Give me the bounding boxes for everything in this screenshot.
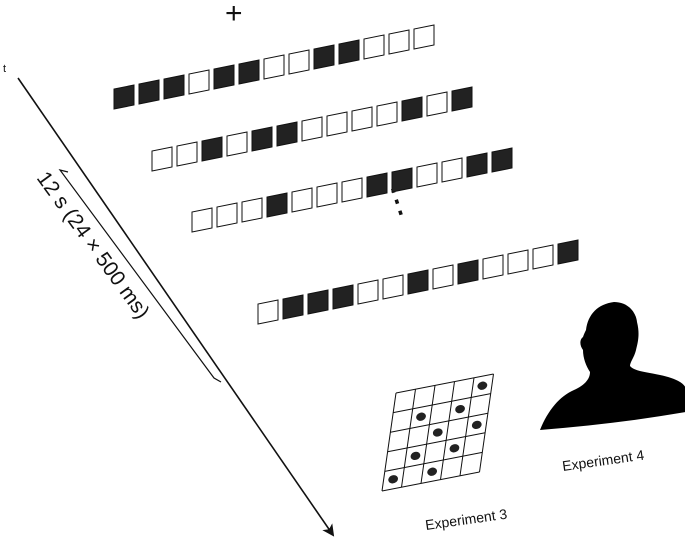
empty-square [413,24,435,50]
grid-line [384,451,483,472]
duration-label: 12 s (24 × 500 ms) [32,167,154,323]
empty-square [288,49,310,75]
grid-dot [410,451,421,461]
empty-square [291,187,313,213]
grid-line [393,393,491,414]
empty-square [388,29,410,55]
experiment3-label: Experiment 3 [424,506,508,533]
grid-dot [416,412,426,421]
grid-dot [449,444,460,453]
filled-square [457,259,479,285]
empty-square [351,106,373,132]
empty-square [532,244,554,270]
grid-line [420,385,436,484]
empty-square [216,202,238,228]
filled-square [557,239,579,265]
filled-square [407,269,429,295]
grid-dot [388,475,399,484]
empty-square [301,116,323,142]
filled-square [213,64,235,90]
empty-square [326,111,348,137]
duration-bracket [58,169,222,383]
filled-square [238,59,260,85]
filled-square [491,147,513,173]
filled-square [401,96,423,122]
empty-square [341,177,363,203]
empty-square [376,101,398,127]
experiment4-label: Experiment 4 [561,447,645,474]
filled-square [391,167,413,193]
filled-square [338,39,360,65]
empty-square [382,274,404,300]
empty-square [257,299,279,325]
empty-square [363,34,385,60]
grid-dot [477,381,488,390]
grid-line [479,373,494,473]
empty-square [316,182,338,208]
empty-square [176,141,198,167]
empty-square [441,157,463,183]
empty-square [226,131,248,157]
filled-square [266,192,288,218]
filled-square [451,86,473,112]
dot-grid-stimulus [381,373,494,492]
filled-square [201,136,223,162]
empty-square [357,279,379,305]
filled-square [276,121,298,147]
time-axis-arrow [17,77,335,537]
grid-line [381,471,480,492]
empty-square [507,249,529,275]
filled-square [332,284,354,310]
grid-line [387,432,486,453]
head-silhouette [540,302,685,430]
grid-line [390,412,488,433]
time-axis-label: t [3,63,6,75]
filled-square [313,44,335,70]
grid-line [381,392,397,492]
grid-line [401,389,416,488]
filled-square [282,294,304,320]
empty-square [263,54,285,80]
empty-square [188,69,210,95]
filled-square [307,289,329,315]
stimulus-sequences [113,24,579,325]
grid-line [459,377,475,476]
empty-square [151,146,173,172]
empty-square [482,254,504,280]
grid-dot [455,404,465,414]
grid-dot [427,467,438,476]
empty-square [241,197,263,223]
filled-square [251,126,273,152]
empty-square [416,162,438,188]
empty-square [191,207,213,233]
filled-square [138,79,160,105]
empty-square [426,91,448,117]
empty-square [432,264,454,290]
fixation-cross: + [225,0,243,30]
filled-square [163,74,185,100]
filled-square [466,152,488,178]
grid-dot [432,428,443,437]
filled-square [366,172,388,198]
grid-line [395,373,494,394]
filled-square [113,84,135,110]
grid-line [440,381,455,480]
grid-dot [471,420,482,430]
